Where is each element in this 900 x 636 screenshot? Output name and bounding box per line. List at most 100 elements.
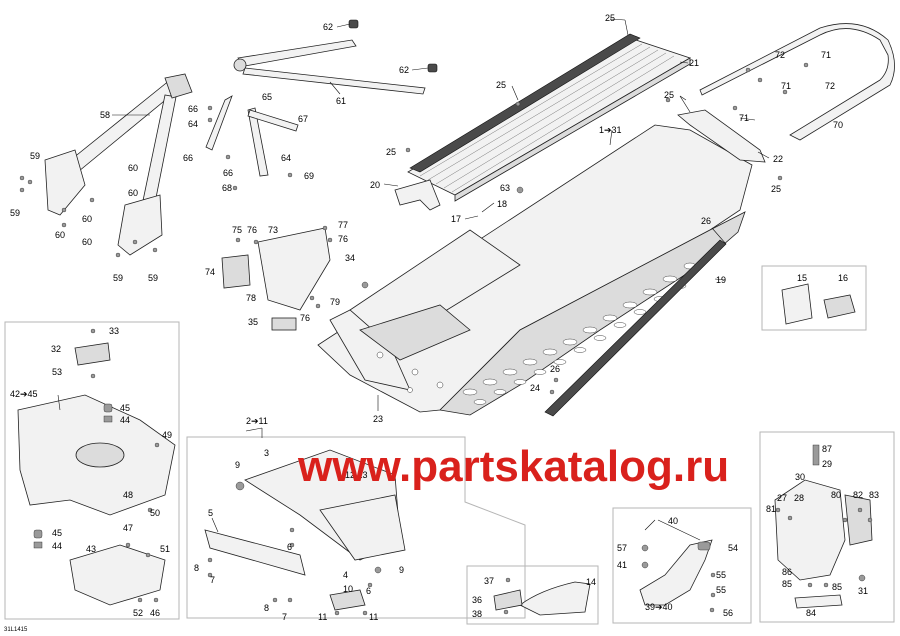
callout-24: 24 [530, 383, 540, 393]
running-board [407, 33, 691, 202]
callout-65: 65 [262, 92, 272, 102]
plate-74 [221, 254, 251, 289]
skid-14 [519, 581, 591, 616]
callout-33: 33 [109, 326, 119, 336]
callout-36: 36 [472, 595, 482, 605]
callout-60a: 60 [128, 163, 138, 173]
steering-support [44, 73, 193, 256]
nut-45a [103, 403, 113, 413]
support-4 [319, 494, 406, 561]
callout-11b: 11 [369, 612, 378, 622]
callout-68: 68 [222, 183, 232, 193]
callout-19: 19 [716, 275, 726, 285]
rail-5 [204, 529, 306, 576]
bushing-40 [697, 541, 711, 551]
section-box-right [759, 431, 895, 623]
callout-56: 56 [723, 608, 733, 618]
callout-71a: 71 [821, 50, 831, 60]
callout-4: 4 [343, 570, 348, 580]
callout-25c: 25 [664, 90, 674, 100]
callout-11a: 11 [318, 612, 327, 622]
rod-end [233, 58, 247, 72]
callout-64b: 64 [281, 153, 291, 163]
section-box-left [4, 321, 180, 620]
callout-66b: 66 [183, 153, 193, 163]
callout-25e: 25 [771, 184, 781, 194]
callout-1-31: 1➔31 [599, 125, 622, 135]
callout-8b: 8 [264, 603, 269, 613]
callout-58: 58 [100, 110, 110, 120]
washer-44a [103, 415, 113, 423]
callout-85a: 85 [782, 579, 792, 589]
callout-70: 70 [833, 120, 843, 130]
tunnel-assembly [317, 124, 753, 416]
callout-76b: 76 [338, 234, 348, 244]
callout-72b: 72 [825, 81, 835, 91]
callout-17: 17 [451, 214, 461, 224]
callout-41: 41 [617, 560, 627, 570]
callout-8a: 8 [194, 563, 199, 573]
panel-73 [257, 227, 331, 311]
bracket-80 [844, 494, 873, 546]
callout-59a: 59 [30, 151, 40, 161]
callout-66a: 66 [188, 104, 198, 114]
callout-10: 10 [343, 584, 353, 594]
callout-30: 30 [795, 472, 805, 482]
plate-36 [493, 589, 523, 611]
callout-60b: 60 [128, 188, 138, 198]
callout-6b: 6 [366, 586, 371, 596]
rear-bracket [677, 109, 766, 163]
callout-85b: 85 [832, 582, 842, 592]
diagram-code: 31L1415 [4, 627, 28, 633]
leader-lines [57, 18, 770, 541]
callout-69: 69 [304, 171, 314, 181]
callout-74: 74 [205, 267, 215, 277]
callout-83: 83 [869, 490, 879, 500]
callout-20: 20 [370, 180, 380, 190]
callout-16: 16 [838, 273, 848, 283]
bushing-62b [427, 63, 438, 73]
callout-43: 43 [86, 544, 96, 554]
plate-15 [781, 283, 813, 325]
callout-45a: 45 [120, 403, 130, 413]
section-box-center [186, 436, 526, 619]
callout-12-13: 12 13 [345, 470, 368, 480]
arm-64b [247, 107, 269, 177]
callout-59b: 59 [10, 208, 20, 218]
callout-55a: 55 [716, 570, 726, 580]
watermark: www.partskatalog.ru [297, 442, 729, 491]
nut-45b [33, 529, 43, 539]
block-35 [271, 317, 297, 331]
rail-clip [711, 227, 727, 245]
callout-81: 81 [766, 504, 776, 514]
bracket-43 [69, 544, 166, 606]
callout-7a: 7 [210, 575, 215, 585]
section-box-bottom [466, 565, 599, 625]
callout-67: 67 [298, 114, 308, 124]
callout-71c: 71 [739, 113, 749, 123]
callout-66c: 66 [223, 168, 233, 178]
arm-64a [205, 95, 233, 151]
callout-52: 52 [133, 608, 143, 618]
callout-61: 61 [336, 96, 346, 106]
callout-35: 35 [248, 317, 258, 327]
callout-87: 87 [822, 444, 832, 454]
callout-22: 22 [773, 154, 783, 164]
callout-31: 31 [858, 586, 868, 596]
callout-86: 86 [782, 567, 792, 577]
callout-44a: 44 [120, 415, 130, 425]
callout-62b: 62 [399, 65, 409, 75]
rod-upper [237, 39, 357, 67]
callout-47: 47 [123, 523, 133, 533]
callout-25b: 25 [496, 80, 506, 90]
callout-57: 57 [617, 543, 627, 553]
callout-51: 51 [160, 544, 170, 554]
callout-29: 29 [822, 459, 832, 469]
rear-bumper [699, 23, 895, 141]
callout-59d: 59 [148, 273, 158, 283]
plate-84 [794, 594, 843, 609]
housing-27-30 [774, 479, 846, 581]
bushing-62a [348, 19, 359, 29]
washer-44b [33, 541, 43, 549]
